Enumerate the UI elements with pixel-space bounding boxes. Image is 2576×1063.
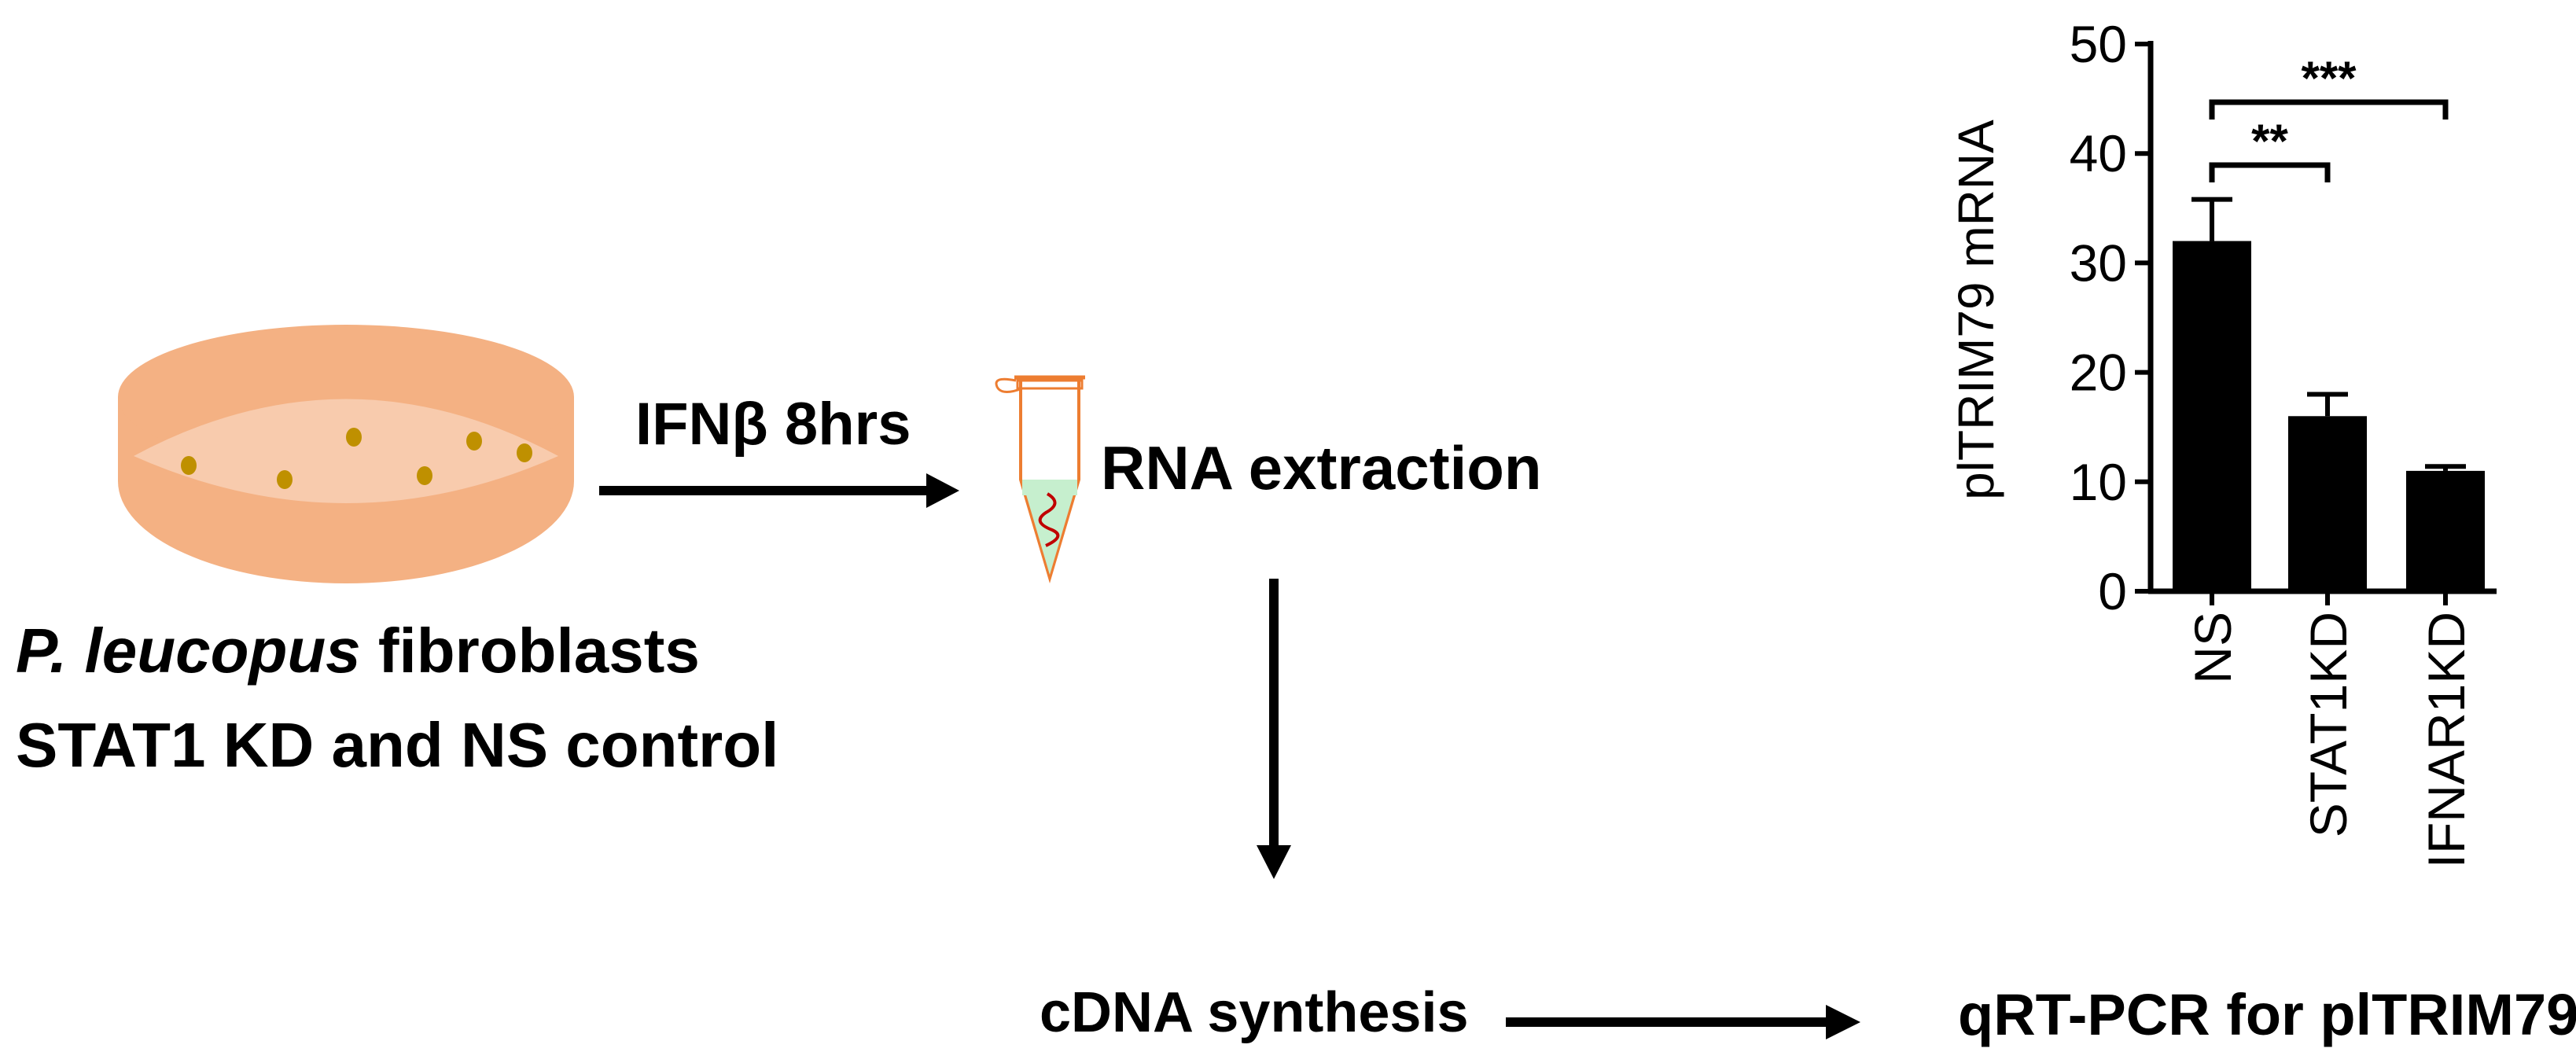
tube-icon bbox=[995, 375, 1085, 584]
cell-dots bbox=[181, 428, 532, 489]
y-tick-label: 0 bbox=[2098, 562, 2127, 620]
y-tick-label: 50 bbox=[2070, 15, 2127, 73]
y-tick-label: 20 bbox=[2070, 344, 2127, 402]
y-tick-label: 10 bbox=[2070, 453, 2127, 511]
arrow-treatment bbox=[599, 473, 959, 508]
cell-type: fibroblasts bbox=[360, 616, 700, 686]
qpcr-label: qRT-PCR for plTRIM79 bbox=[1958, 982, 2576, 1047]
rna-extraction-label: RNA extraction bbox=[1101, 433, 1542, 502]
y-tick-label: 30 bbox=[2070, 234, 2127, 292]
bar bbox=[2288, 416, 2367, 591]
bar bbox=[2173, 241, 2251, 591]
x-tick-label: IFNAR1KD bbox=[2417, 612, 2475, 868]
arrow-to-cdna bbox=[1257, 579, 1291, 879]
arrow-to-qpcr bbox=[1506, 1005, 1860, 1039]
significance-bracket bbox=[2209, 99, 2449, 120]
y-tick-label: 40 bbox=[2070, 124, 2127, 182]
x-tick-label: NS bbox=[2184, 612, 2242, 684]
rna-strand bbox=[1038, 492, 1060, 547]
species-name: P. leucopus bbox=[16, 616, 361, 686]
dish-medium bbox=[134, 399, 558, 503]
x-tick-label: STAT1KD bbox=[2299, 612, 2357, 837]
significance-label: ** bbox=[2251, 115, 2288, 167]
dish-label-line1: P. leucopus fibroblasts bbox=[16, 620, 700, 682]
significance-label: *** bbox=[2301, 52, 2357, 105]
dish-label-line2: STAT1 KD and NS control bbox=[16, 710, 779, 780]
bar bbox=[2406, 470, 2485, 591]
significance-bracket bbox=[2209, 162, 2331, 182]
petri-dish bbox=[118, 325, 574, 583]
cdna-synthesis-label: cDNA synthesis bbox=[1040, 981, 1469, 1044]
y-axis-title: plTRIM79 mRNA bbox=[1948, 120, 2004, 500]
treatment-label: IFNβ 8hrs bbox=[635, 391, 911, 458]
